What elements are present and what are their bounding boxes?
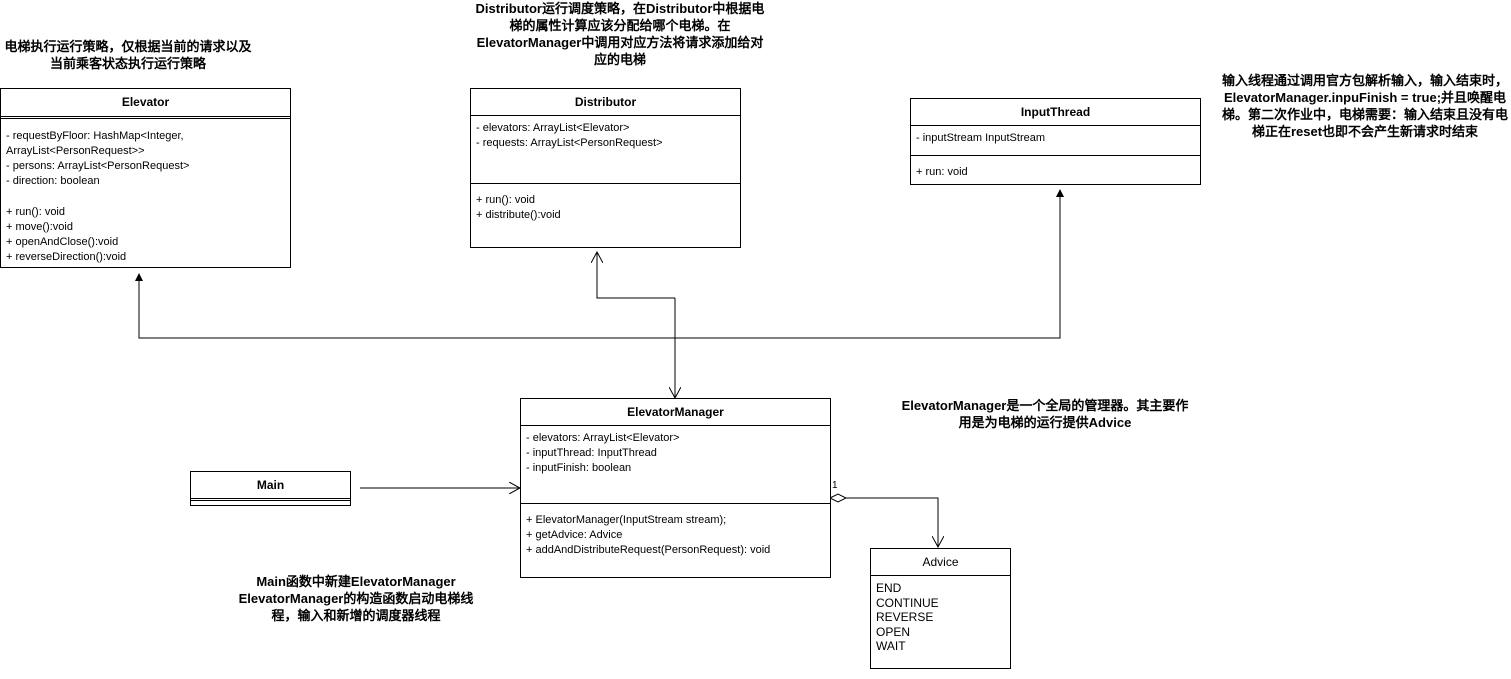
class-main[interactable]: Main: [190, 471, 351, 506]
multiplicity-label: 1: [832, 480, 838, 491]
enum-advice[interactable]: Advice END CONTINUE REVERSE OPEN WAIT: [870, 548, 1011, 669]
association-manager-inputthread: [675, 189, 1064, 339]
association-manager-distributor: [597, 252, 675, 299]
enum-advice-values: END CONTINUE REVERSE OPEN WAIT: [876, 581, 939, 653]
class-inputthread-fields: - inputStream InputStream: [916, 132, 1046, 144]
aggregation-manager-advice: [828, 493, 938, 547]
main-note: Main函数中新建ElevatorManager ElevatorManager…: [238, 574, 474, 623]
class-elevator[interactable]: Elevator - requestByFloor: HashMap<Integ…: [0, 88, 291, 268]
class-distributor-fields: - elevators: ArrayList<Elevator> - reque…: [476, 122, 663, 149]
class-inputthread[interactable]: InputThread - inputStream InputStream + …: [910, 98, 1201, 185]
class-elevatormanager-name: ElevatorManager: [521, 399, 830, 426]
enum-advice-name: Advice: [871, 549, 1010, 576]
class-elevatormanager-methods: + ElevatorManager(InputStream stream); +…: [526, 514, 771, 556]
class-distributor-name: Distributor: [471, 89, 740, 116]
class-distributor[interactable]: Distributor - elevators: ArrayList<Eleva…: [470, 88, 741, 248]
inputthread-note: 输入线程通过调用官方包解析输入，输入结束时，ElevatorManager.in…: [1221, 73, 1508, 139]
association-manager-elevator: [135, 273, 675, 339]
class-inputthread-divider: [911, 155, 1200, 156]
manager-note: ElevatorManager是一个全局的管理器。其主要作用是为电梯的运行提供A…: [901, 398, 1189, 430]
class-elevatormanager[interactable]: ElevatorManager - elevators: ArrayList<E…: [520, 398, 831, 578]
class-main-name: Main: [191, 472, 350, 501]
distributor-note: Distributor运行调度策略，在Distributor中根据电梯的属性计算…: [475, 1, 765, 67]
class-elevatormanager-fields: - elevators: ArrayList<Elevator> - input…: [526, 432, 680, 474]
class-distributor-methods: + run(): void + distribute():void: [476, 194, 561, 221]
class-elevator-fields: - requestByFloor: HashMap<Integer, Array…: [6, 130, 190, 187]
class-elevatormanager-divider: [521, 503, 830, 504]
class-distributor-divider: [471, 183, 740, 184]
class-elevator-name: Elevator: [1, 89, 290, 119]
class-inputthread-methods: + run: void: [916, 166, 968, 178]
class-inputthread-name: InputThread: [911, 99, 1200, 126]
elevator-note: 电梯执行运行策略，仅根据当前的请求以及当前乘客状态执行运行策略: [4, 39, 252, 71]
class-elevator-methods: + run(): void + move():void + openAndClo…: [6, 206, 127, 263]
